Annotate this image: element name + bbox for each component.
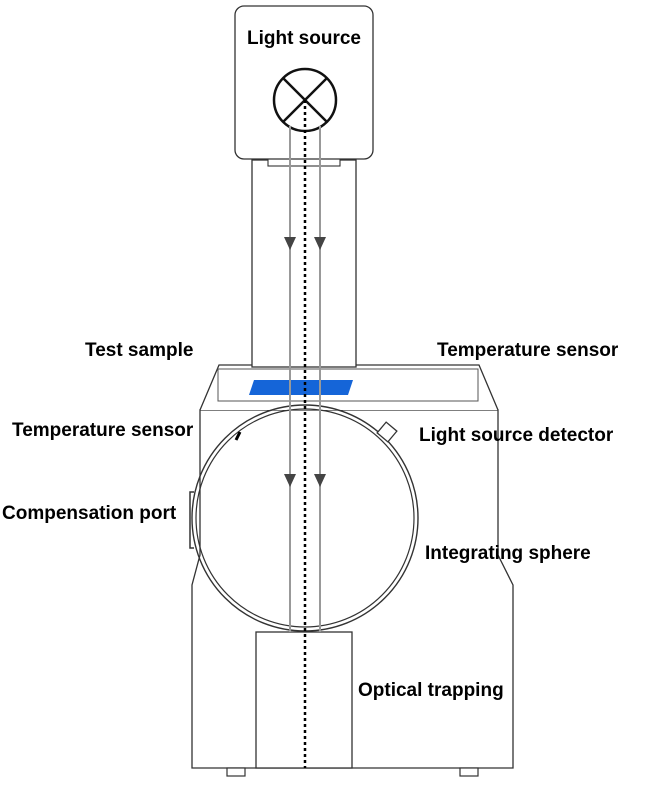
beam-arrow	[314, 474, 326, 487]
compensation-port-label: Compensation port	[2, 503, 177, 524]
beam-arrow	[284, 237, 296, 250]
foot-right	[459, 767, 479, 777]
compensation-port	[189, 491, 194, 549]
test-sample	[249, 380, 353, 395]
light-source-label: Light source	[247, 28, 361, 49]
light-beams	[289, 126, 321, 632]
temperature-sensor-left-label: Temperature sensor	[12, 420, 194, 441]
beam-arrow	[314, 237, 326, 250]
sample-tray	[217, 368, 479, 402]
beam-arrow	[284, 474, 296, 487]
test-sample-label: Test sample	[85, 340, 193, 361]
light-source-detector	[376, 421, 398, 443]
optical-trapping-label: Optical trapping	[358, 680, 504, 701]
light-source-detector-label: Light source detector	[419, 425, 614, 446]
foot-left	[226, 767, 246, 777]
integrating-sphere-label: Integrating sphere	[425, 543, 591, 564]
temperature-sensor-top-label: Temperature sensor	[437, 340, 619, 361]
temperature-sensor-mark	[234, 431, 242, 441]
